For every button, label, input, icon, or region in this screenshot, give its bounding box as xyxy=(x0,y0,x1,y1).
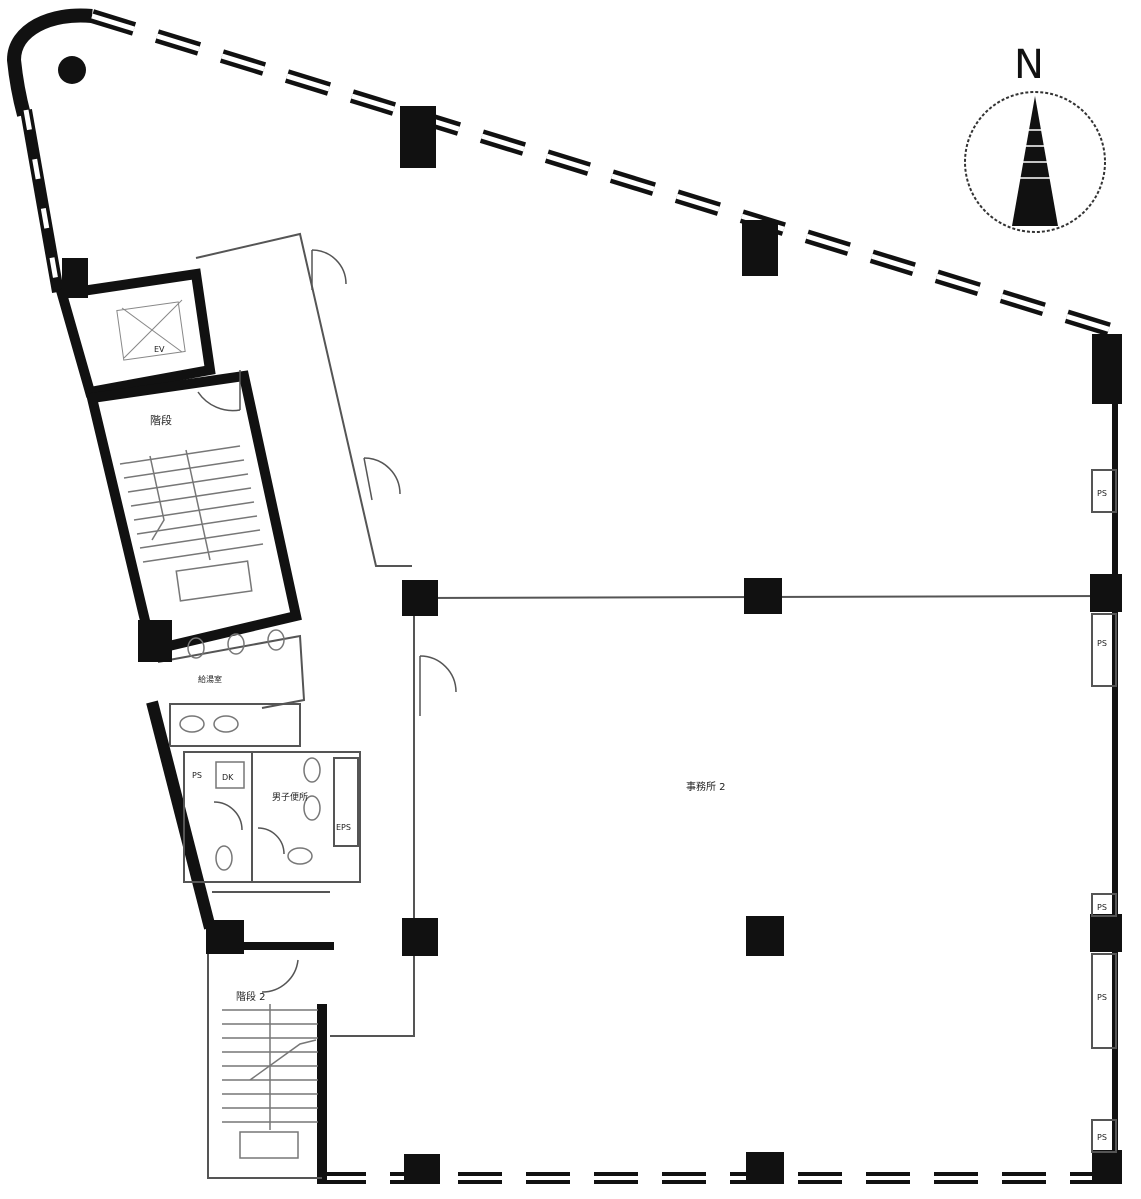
corridor-outline xyxy=(195,232,412,567)
elevator-shaft xyxy=(55,268,216,398)
west-window-band xyxy=(23,109,61,293)
eps-box xyxy=(333,757,359,847)
room-label-elevator: EV xyxy=(154,345,165,354)
column xyxy=(746,1152,784,1184)
stair1-enclosure xyxy=(85,370,302,657)
ps-label: PS xyxy=(1097,489,1107,498)
column xyxy=(400,106,436,168)
rounded-tip-wall xyxy=(6,8,93,117)
column xyxy=(404,1154,440,1184)
stub-wall xyxy=(206,920,244,954)
column xyxy=(1090,914,1122,952)
column xyxy=(742,220,778,276)
office-partition xyxy=(330,598,415,1037)
doors xyxy=(197,249,457,993)
column xyxy=(1092,334,1122,404)
ps-label: PS xyxy=(1097,903,1107,912)
round-column xyxy=(58,56,86,84)
elevator-cab xyxy=(116,299,186,361)
wc-block xyxy=(169,703,301,747)
door-swing xyxy=(197,391,241,412)
ps-box xyxy=(1091,613,1117,687)
columns xyxy=(58,56,1122,1184)
column xyxy=(1090,574,1122,612)
north-arrow-icon: N xyxy=(964,42,1106,233)
room-label-office: 事務所 2 xyxy=(686,780,726,793)
compass-needle xyxy=(1012,96,1058,226)
column xyxy=(62,258,88,298)
door-swing xyxy=(213,801,243,831)
column xyxy=(138,620,172,662)
column xyxy=(746,916,784,956)
room-labels: 階段 EV 給湯室 男子便所 PS DK EPS 階段 2 事務所 2 PS P… xyxy=(150,345,1107,1142)
ps-box xyxy=(1091,893,1117,917)
room-label-dk: DK xyxy=(222,773,234,782)
column xyxy=(402,918,438,956)
north-label: N xyxy=(1014,42,1044,88)
ps-box xyxy=(1091,1119,1117,1153)
door-leaf xyxy=(363,457,373,501)
door-swing xyxy=(311,249,347,285)
ps-label: PS xyxy=(1097,639,1107,648)
room-label-eps: EPS xyxy=(336,823,351,832)
fixtures xyxy=(179,629,321,871)
core-walls xyxy=(55,232,415,1037)
room-label-toilet: 男子便所 xyxy=(272,791,308,803)
room-label-stair-upper: 階段 xyxy=(150,413,172,427)
door-swing xyxy=(419,655,457,693)
room-label-stair-lower: 階段 2 xyxy=(236,990,266,1003)
ps-label: PS xyxy=(1097,1133,1107,1142)
stair2-outline xyxy=(207,948,322,1179)
door-swing xyxy=(261,959,299,993)
lower-west-wall xyxy=(146,700,216,930)
room-label-water-supply: 給湯室 xyxy=(198,674,222,684)
column xyxy=(402,580,438,616)
compass-circle xyxy=(964,91,1106,233)
room-label-ps-core: PS xyxy=(192,771,202,780)
door-swing xyxy=(257,827,285,855)
stair1-treads xyxy=(119,445,264,602)
northeast-window-inner xyxy=(91,13,1125,337)
column xyxy=(1092,1150,1122,1184)
toilet-block xyxy=(183,751,361,883)
ps-label: PS xyxy=(1097,993,1107,1002)
column xyxy=(744,578,782,614)
ps-box xyxy=(1091,953,1117,1049)
east-ps-boxes xyxy=(1091,469,1117,1153)
stair2-treads xyxy=(222,1004,318,1159)
door-swing xyxy=(363,457,401,495)
ps-box xyxy=(1091,469,1117,513)
